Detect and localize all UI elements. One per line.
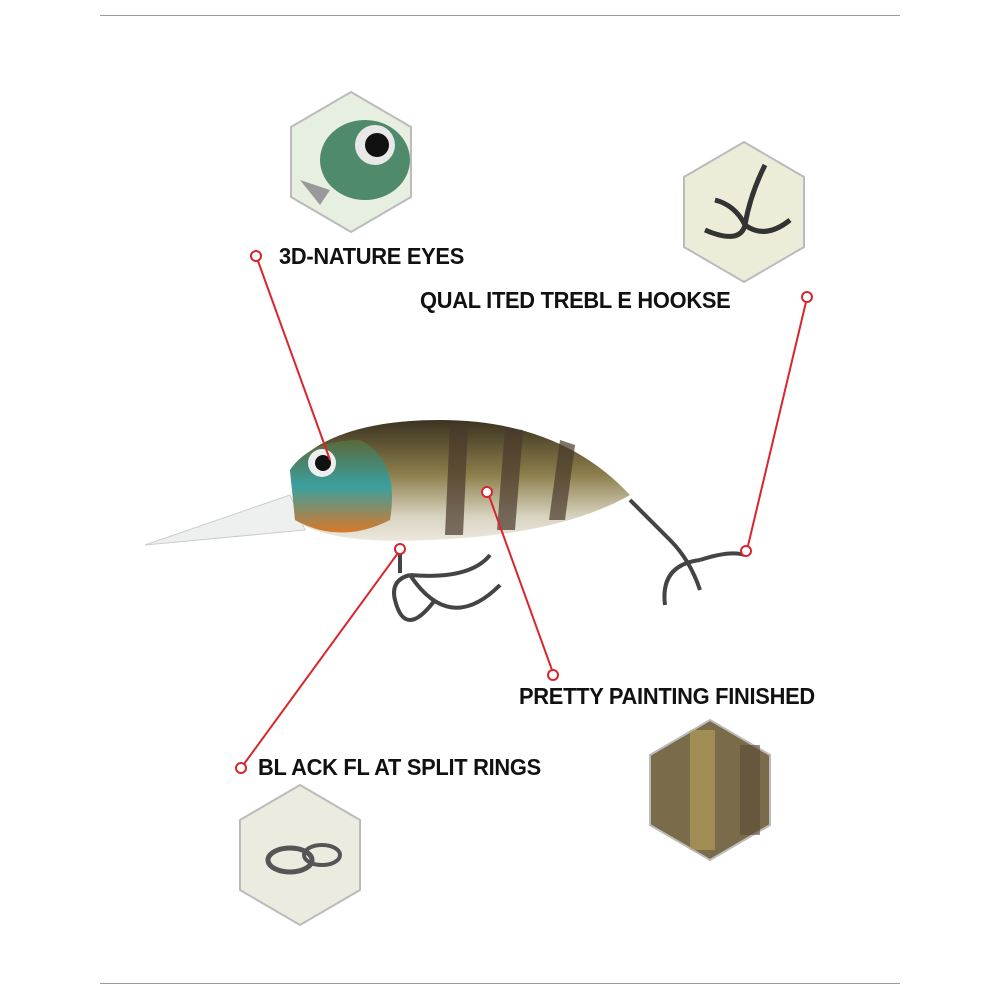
rings-callout-line <box>243 552 399 765</box>
painting-label: PRETTY PAINTING FINISHED <box>519 683 815 709</box>
rings-label: BL ACK FL AT SPLIT RINGS <box>258 754 541 780</box>
eyes-callout-dot <box>250 250 262 262</box>
lure-photo <box>144 420 746 622</box>
eyes-label: 3D-NATURE EYES <box>279 243 465 269</box>
painting-callout-dot <box>547 669 559 681</box>
painting-callout-line <box>487 492 553 671</box>
top-divider <box>100 15 900 16</box>
rings-callout-dot <box>235 762 247 774</box>
hooks-callout-line <box>746 301 807 551</box>
rings-detail-thumbnail <box>239 783 361 927</box>
eyes-detail-thumbnail <box>290 90 412 234</box>
painting-detail-thumbnail <box>649 718 771 862</box>
eyes-callout-line <box>257 260 331 461</box>
hooks-callout-dot <box>801 291 813 303</box>
hooks-detail-thumbnail <box>683 140 805 284</box>
bottom-divider <box>100 983 900 984</box>
hooks-label: QUAL ITED TREBL E HOOKSE <box>420 287 731 313</box>
